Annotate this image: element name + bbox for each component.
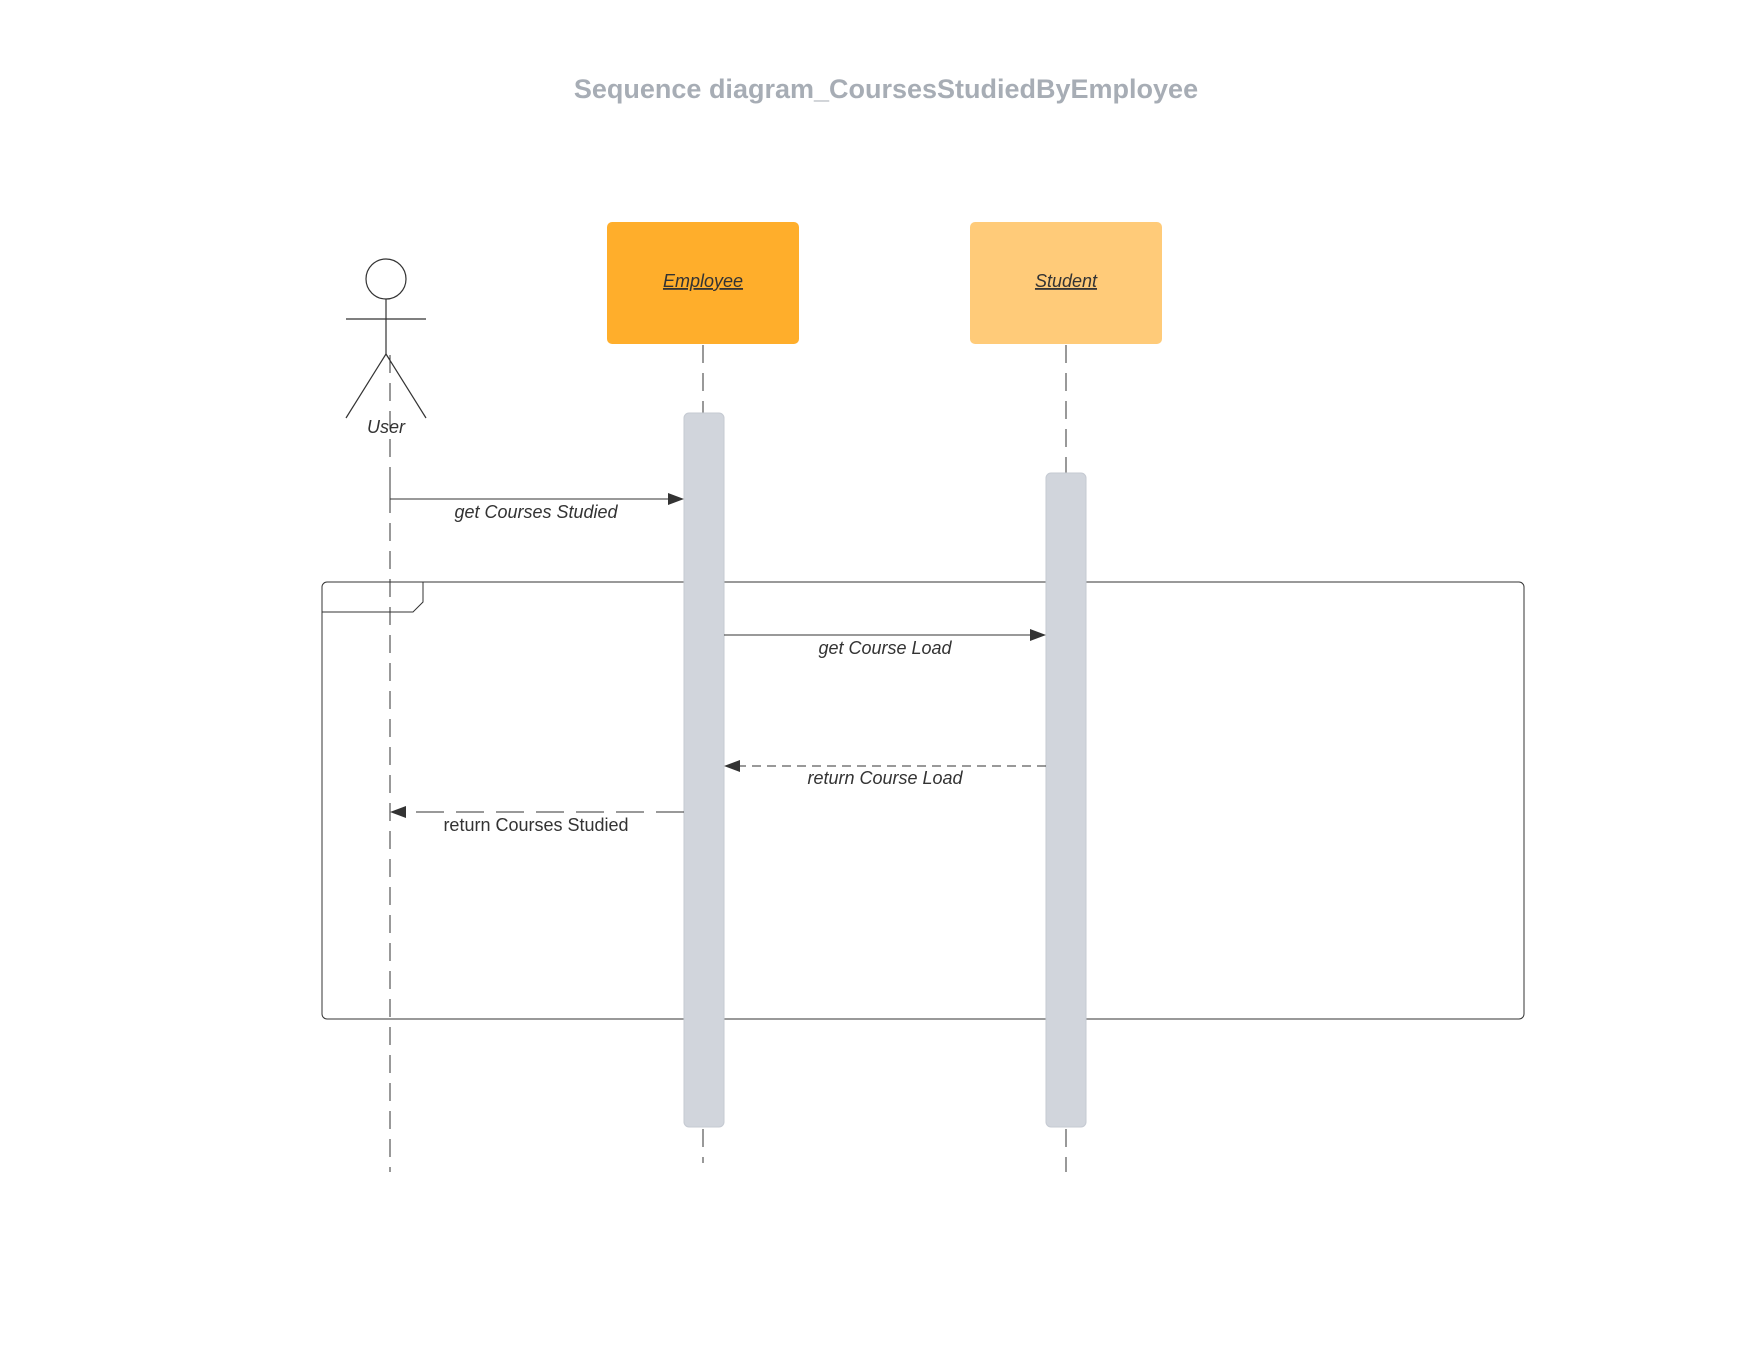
message-return-course-load[interactable]: return Course Load (724, 760, 1046, 788)
message-return-courses-studied[interactable]: return Courses Studied (390, 806, 684, 835)
message-get-courses-studied[interactable]: get Courses Studied (389, 480, 684, 522)
message-label: return Courses Studied (443, 815, 628, 835)
arrowhead-icon (1030, 629, 1046, 641)
participant-student[interactable]: Student (970, 222, 1162, 344)
participant-employee[interactable]: Employee (607, 222, 799, 344)
message-line (389, 480, 669, 500)
activation-bar-employee[interactable] (683, 412, 725, 1128)
arrowhead-icon (390, 806, 406, 818)
employee-label: Employee (663, 271, 743, 291)
student-label: Student (1035, 271, 1098, 291)
actor-user[interactable]: User (345, 258, 427, 437)
stick-figure-icon (345, 258, 427, 419)
arrowhead-icon (668, 493, 684, 505)
message-label: get Courses Studied (454, 502, 618, 522)
student-box (970, 222, 1162, 344)
message-get-course-load[interactable]: get Course Load (724, 629, 1046, 658)
combined-fragment-frame[interactable] (321, 581, 1525, 1020)
message-label: get Course Load (818, 638, 952, 658)
employee-box (607, 222, 799, 344)
actor-label: User (367, 417, 406, 437)
activation-bar-student[interactable] (1045, 472, 1087, 1128)
diagram-title: Sequence diagram_CoursesStudiedByEmploye… (574, 74, 1198, 104)
message-label: return Course Load (807, 768, 963, 788)
fragment-operator-tab (322, 582, 424, 613)
arrowhead-icon (724, 760, 740, 772)
